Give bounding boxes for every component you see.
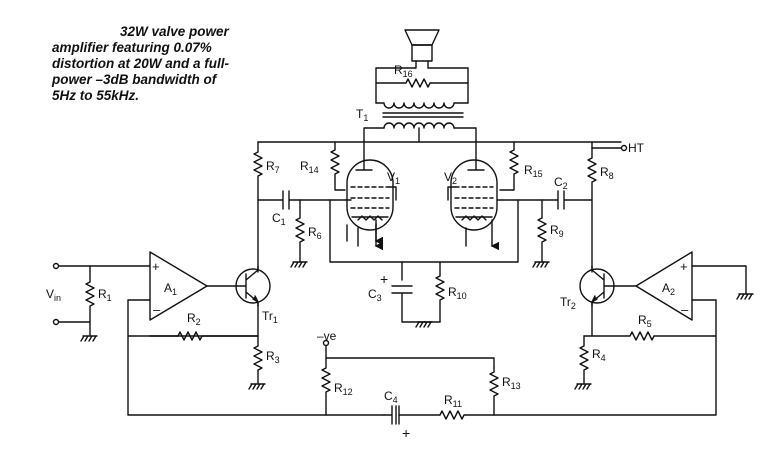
valve-v2 xyxy=(447,139,503,246)
resistor-r2 xyxy=(149,331,259,341)
a1-plus-sign: + xyxy=(152,259,160,274)
caption-line: 32W valve power xyxy=(120,24,229,39)
resistor-r9 xyxy=(537,199,547,263)
r9-label: R9 xyxy=(550,223,564,239)
resistor-r14 xyxy=(330,141,346,191)
ground-r3-icon xyxy=(248,383,266,390)
transistor-tr2 xyxy=(579,265,615,307)
resistor-r6 xyxy=(295,199,305,263)
ht-terminal xyxy=(620,144,628,152)
neg-ve-label: –ve xyxy=(317,329,337,343)
opamp-a2 xyxy=(635,251,693,321)
r7-label: R7 xyxy=(266,159,280,175)
wire-a1-inv xyxy=(127,299,259,337)
ground-r9-icon xyxy=(532,261,550,268)
input-terminal-top xyxy=(52,262,60,270)
neg-rail xyxy=(325,345,495,369)
resistor-r7 xyxy=(253,141,263,201)
caption-line: 5Hz to 55kHz. xyxy=(52,88,140,103)
resistor-r12 xyxy=(321,357,331,416)
resistor-r11 xyxy=(439,410,495,420)
ground-a2-icon xyxy=(736,293,754,300)
caption-line: power –3dB bandwidth of xyxy=(52,72,217,87)
r1-label: R1 xyxy=(98,287,112,303)
c4-label: C4 xyxy=(384,389,398,405)
tr2-label: Tr2 xyxy=(560,295,576,311)
loudspeaker-icon xyxy=(404,29,440,62)
tr1-label: Tr1 xyxy=(262,309,278,325)
c1-label: C1 xyxy=(272,211,286,227)
a1-label: A1 xyxy=(164,281,177,297)
vin-label: Vin xyxy=(46,287,61,303)
ground-r6-icon xyxy=(290,261,308,268)
capacitor-c3 xyxy=(391,285,441,323)
c4-plus-sign: + xyxy=(402,425,410,441)
r5-label: R5 xyxy=(638,313,652,329)
r2-label: R2 xyxy=(187,311,201,327)
wire-a2-noninv xyxy=(691,265,747,295)
t1-label: T1 xyxy=(356,107,368,123)
a2-plus-sign: + xyxy=(680,259,688,274)
resistor-r16 xyxy=(375,78,469,88)
r16-label: R16 xyxy=(394,63,413,79)
transistor-tr1 xyxy=(235,265,271,307)
r3-label: R3 xyxy=(266,349,280,365)
input-wire xyxy=(58,265,151,323)
resistor-r3 xyxy=(253,335,263,385)
r8-label: R8 xyxy=(600,165,614,181)
ht-label: HT xyxy=(628,141,645,155)
c3-label: C3 xyxy=(368,287,382,303)
resistor-r13 xyxy=(489,367,499,416)
output-transformer-t1 xyxy=(363,102,477,143)
r13-label: R13 xyxy=(502,375,521,391)
c3-plus-sign: + xyxy=(380,271,388,287)
r14-label: R14 xyxy=(300,159,319,175)
r11-label: R11 xyxy=(444,393,462,409)
v1-label: V1 xyxy=(387,170,400,186)
ground-r4-icon xyxy=(574,383,592,390)
input-terminal-bottom xyxy=(52,318,60,326)
r10-label: R10 xyxy=(448,285,467,301)
resistor-r8 xyxy=(587,147,597,273)
resistor-r4 xyxy=(579,335,589,385)
ground-c3-icon xyxy=(415,321,433,328)
resistor-r10 xyxy=(435,275,445,323)
caption-line: distortion at 20W and a full- xyxy=(52,56,230,71)
opamp-a1 xyxy=(149,251,208,321)
valve-common-wire xyxy=(329,199,519,263)
a2-minus-sign: – xyxy=(681,302,689,317)
figure-caption: 32W valve power amplifier featuring 0.07… xyxy=(52,24,282,104)
speaker-wire xyxy=(375,60,469,104)
wire-to-c3 xyxy=(401,261,441,281)
resistor-r1 xyxy=(85,265,95,337)
capacitor-c2 xyxy=(501,190,593,210)
caption-line: amplifier featuring 0.07% xyxy=(52,40,212,55)
r6-label: R6 xyxy=(308,225,322,241)
resistor-r5 xyxy=(583,331,717,341)
wire-a2-inv xyxy=(493,299,717,416)
r4-label: R4 xyxy=(592,347,606,363)
ground-r1-icon xyxy=(80,335,98,342)
a1-minus-sign: – xyxy=(153,302,161,317)
v2-label: V2 xyxy=(444,170,457,186)
a2-label: A2 xyxy=(662,281,675,297)
c2-label: C2 xyxy=(554,175,568,191)
capacitor-c4 xyxy=(383,405,441,425)
resistor-r15 xyxy=(499,141,519,191)
capacitor-c1 xyxy=(257,190,347,210)
r12-label: R12 xyxy=(334,381,353,397)
wire-a1-feedback xyxy=(127,335,385,416)
r15-label: R15 xyxy=(524,163,543,179)
valve-v1 xyxy=(345,139,397,246)
